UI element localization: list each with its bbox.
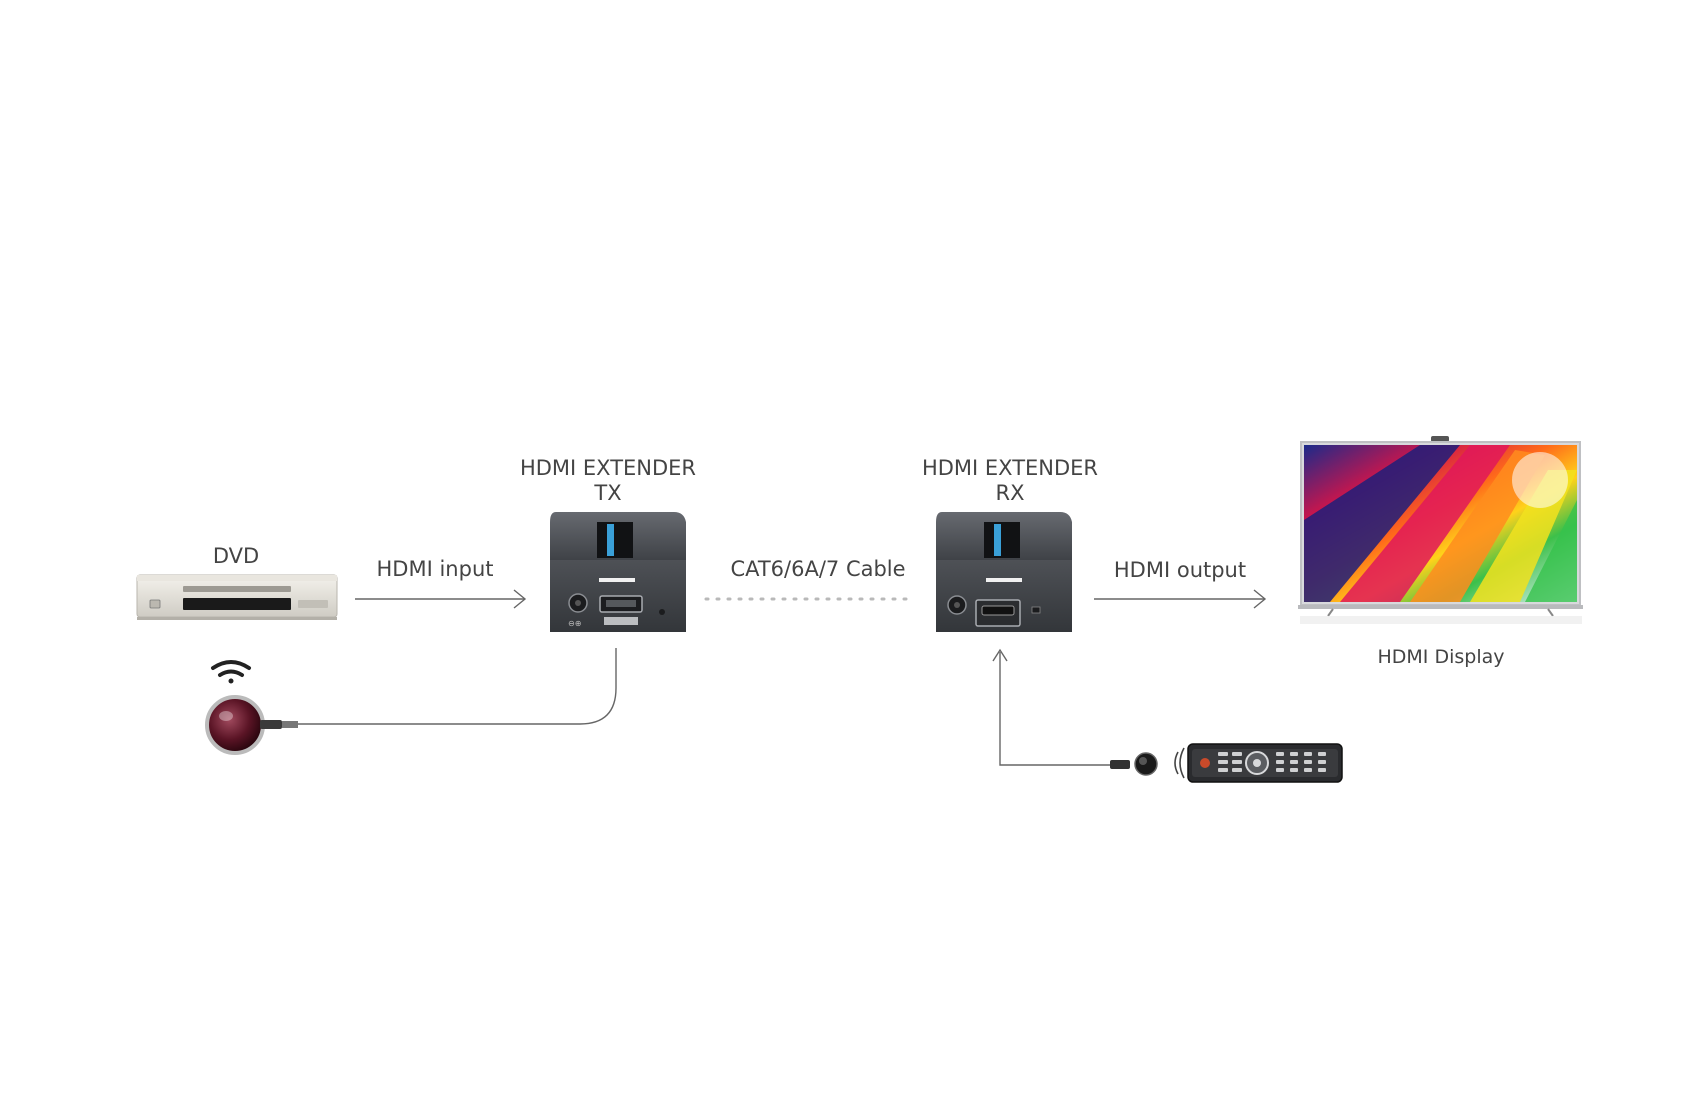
svg-text:⊖⊕: ⊖⊕: [568, 619, 581, 628]
hdmi-output-arrow: [1094, 589, 1267, 609]
ir-receiver-cable: [992, 648, 1110, 766]
wireless-signal-icon: [211, 660, 251, 684]
cable-label: CAT6/6A/7 Cable: [730, 557, 905, 581]
hdmi-extender-rx-icon: [936, 512, 1072, 632]
hdmi-input-arrow: [355, 589, 527, 609]
rx-title-line1: HDMI EXTENDER: [922, 456, 1098, 480]
dvd-player-icon: [136, 574, 338, 620]
ir-receiver-icon: [1110, 752, 1158, 776]
tx-title-line2: TX: [593, 481, 621, 505]
dvd-label: DVD: [213, 544, 259, 568]
ir-emitter-icon: [205, 660, 298, 755]
rx-title-line2: RX: [996, 481, 1025, 505]
tx-title-line1: HDMI EXTENDER: [520, 456, 696, 480]
tv-display-icon: [1298, 436, 1583, 624]
remote-control-icon: [1187, 743, 1343, 783]
hdmi-output-label: HDMI output: [1114, 558, 1246, 582]
ir-emitter-cable: [298, 648, 617, 725]
hdmi-input-label: HDMI input: [377, 557, 494, 581]
ir-signal-icon: [1174, 747, 1185, 779]
hdmi-extender-tx-icon: ⊖⊕: [550, 512, 686, 632]
display-label: HDMI Display: [1378, 646, 1505, 668]
